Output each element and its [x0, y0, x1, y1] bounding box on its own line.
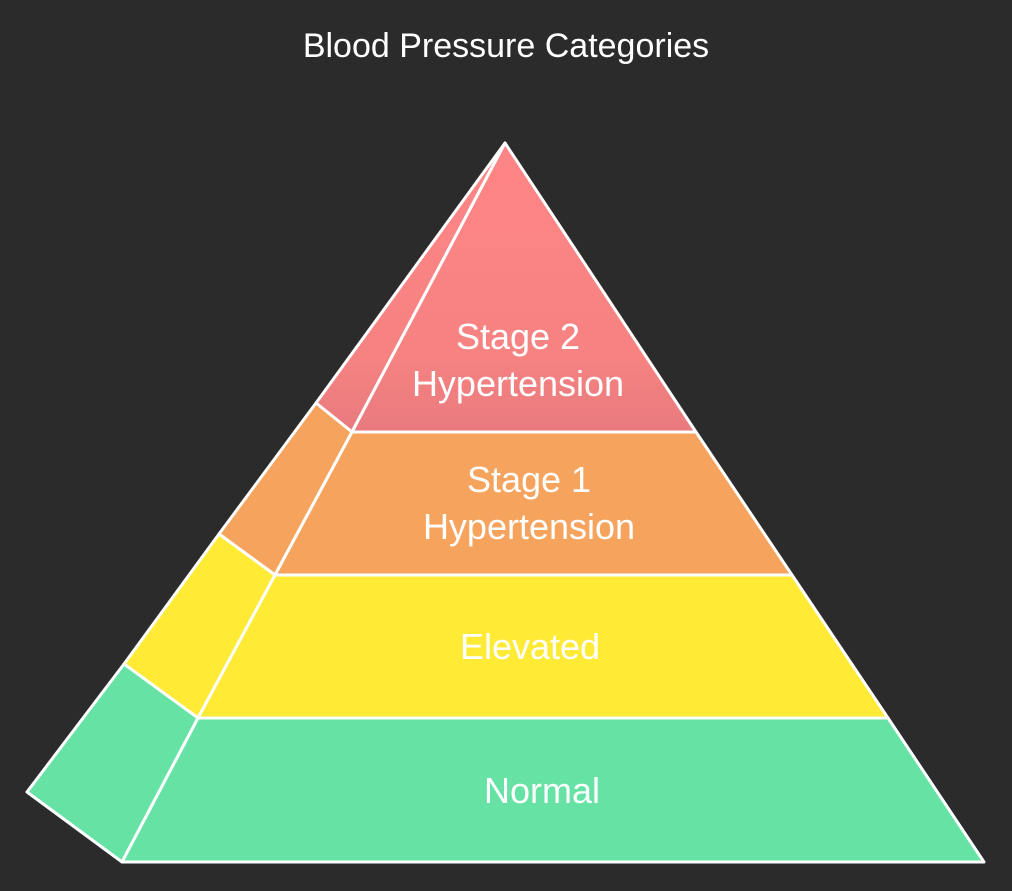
tier-stage-1-label-line2: Hypertension	[423, 506, 635, 547]
tier-normal-label: Normal	[484, 770, 600, 811]
tier-stage-1-label-line1: Stage 1	[467, 459, 591, 500]
tier-normal-front-face	[120, 716, 986, 864]
tier-stage-1-front-face	[273, 430, 794, 577]
tier-elevated-label: Elevated	[460, 626, 600, 667]
diagram-title: Blood Pressure Categories	[302, 27, 710, 65]
tier-stage-2-label-line2: Hypertension	[412, 363, 624, 404]
tier-stage-2-hypertension: Stage 2 Hypertension	[314, 141, 698, 434]
tier-normal: Normal	[25, 662, 986, 864]
tier-stage-2-label-line1: Stage 2	[456, 316, 580, 357]
